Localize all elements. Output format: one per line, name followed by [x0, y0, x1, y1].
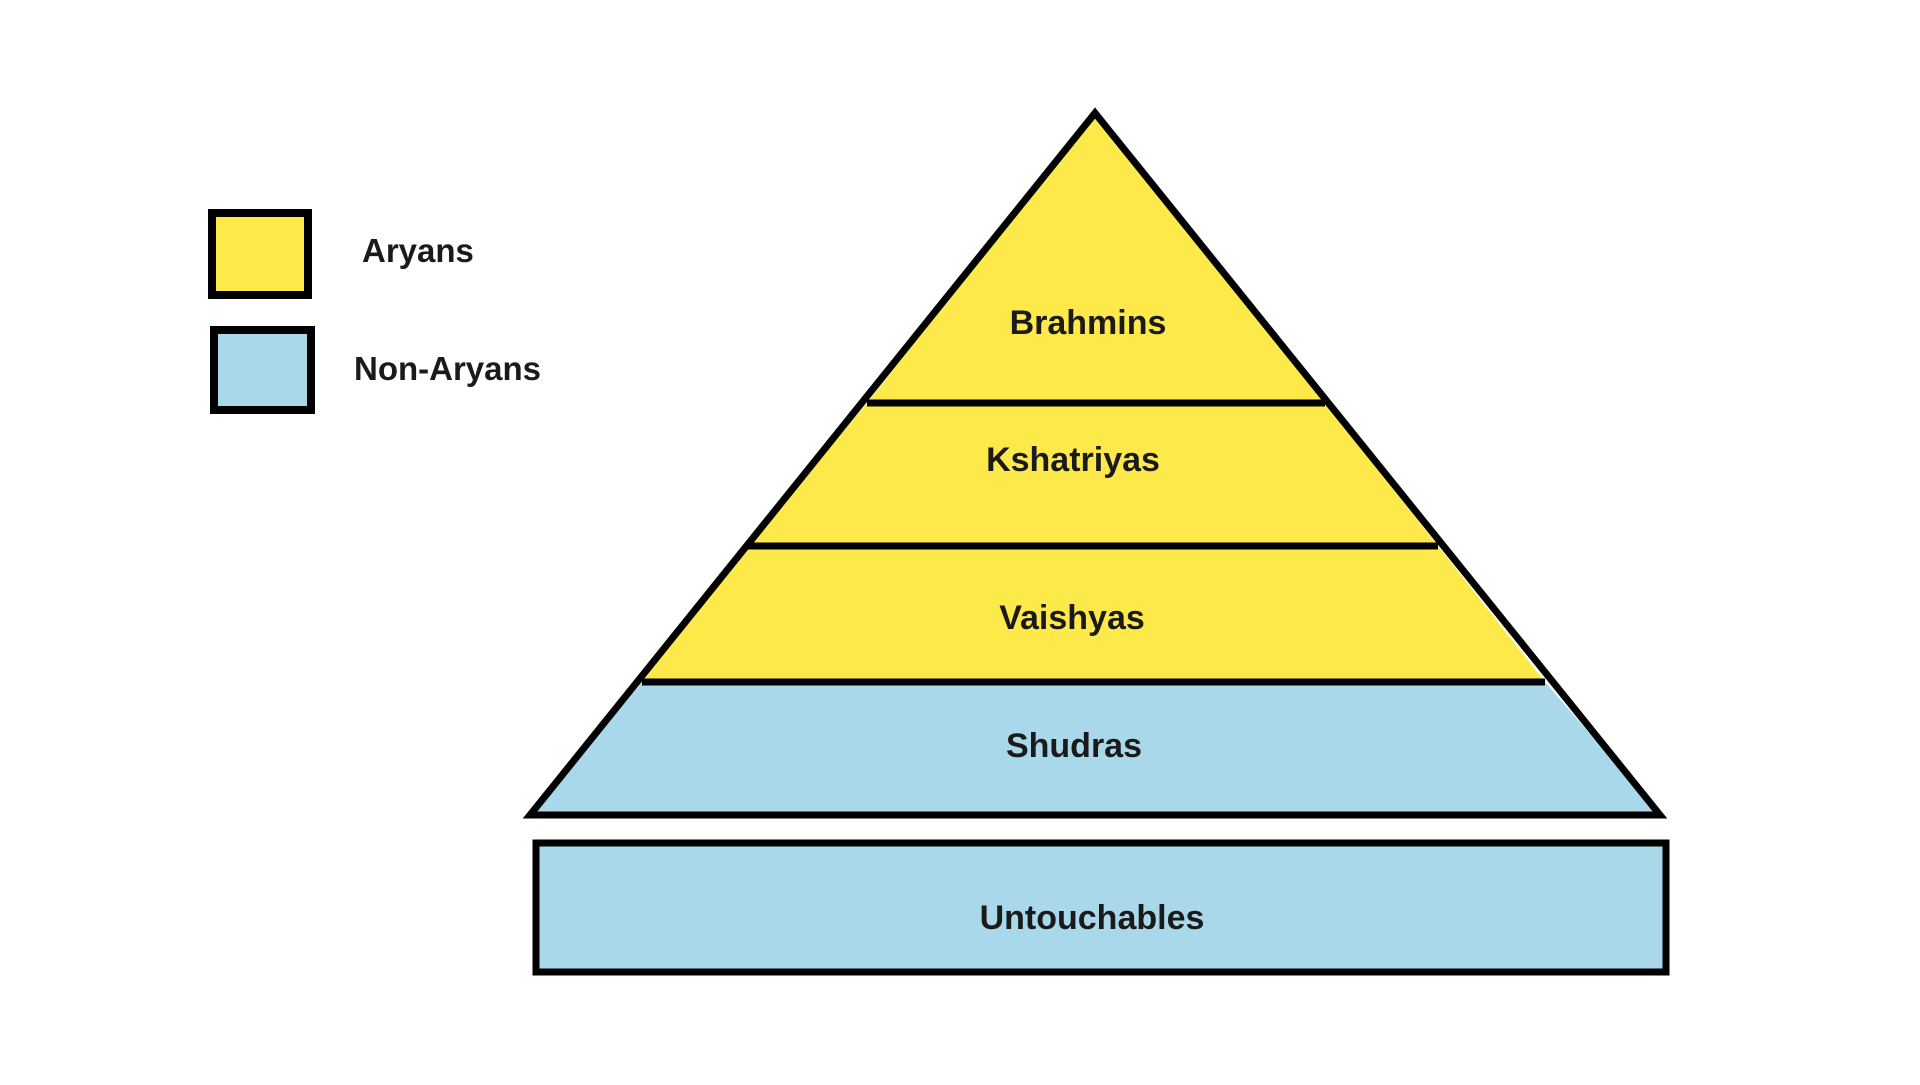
legend: Aryans Non-Aryans — [208, 209, 541, 414]
legend-label-non-aryans: Non-Aryans — [354, 350, 541, 387]
base-label-untouchables: Untouchables — [980, 899, 1205, 937]
base-untouchables — [532, 839, 1670, 976]
tier-kshatriyas — [748, 403, 1438, 546]
pyramid: Brahmins Kshatriyas Vaishyas Shudras — [522, 107, 1668, 819]
tier-shudras — [530, 682, 1660, 815]
legend-label-aryans: Aryans — [362, 232, 474, 269]
tier-brahmins — [867, 113, 1325, 403]
legend-swatch-non-aryans — [210, 326, 315, 414]
tier-label-kshatriyas: Kshatriyas — [986, 441, 1160, 479]
tier-label-shudras: Shudras — [1006, 727, 1142, 765]
base-block: Untouchables — [532, 839, 1670, 976]
tier-vaishyas — [642, 546, 1545, 682]
tier-label-brahmins: Brahmins — [1010, 304, 1167, 342]
pyramid-outline — [522, 107, 1668, 819]
legend-swatch-aryans — [208, 209, 312, 299]
tier-label-vaishyas: Vaishyas — [999, 599, 1145, 637]
